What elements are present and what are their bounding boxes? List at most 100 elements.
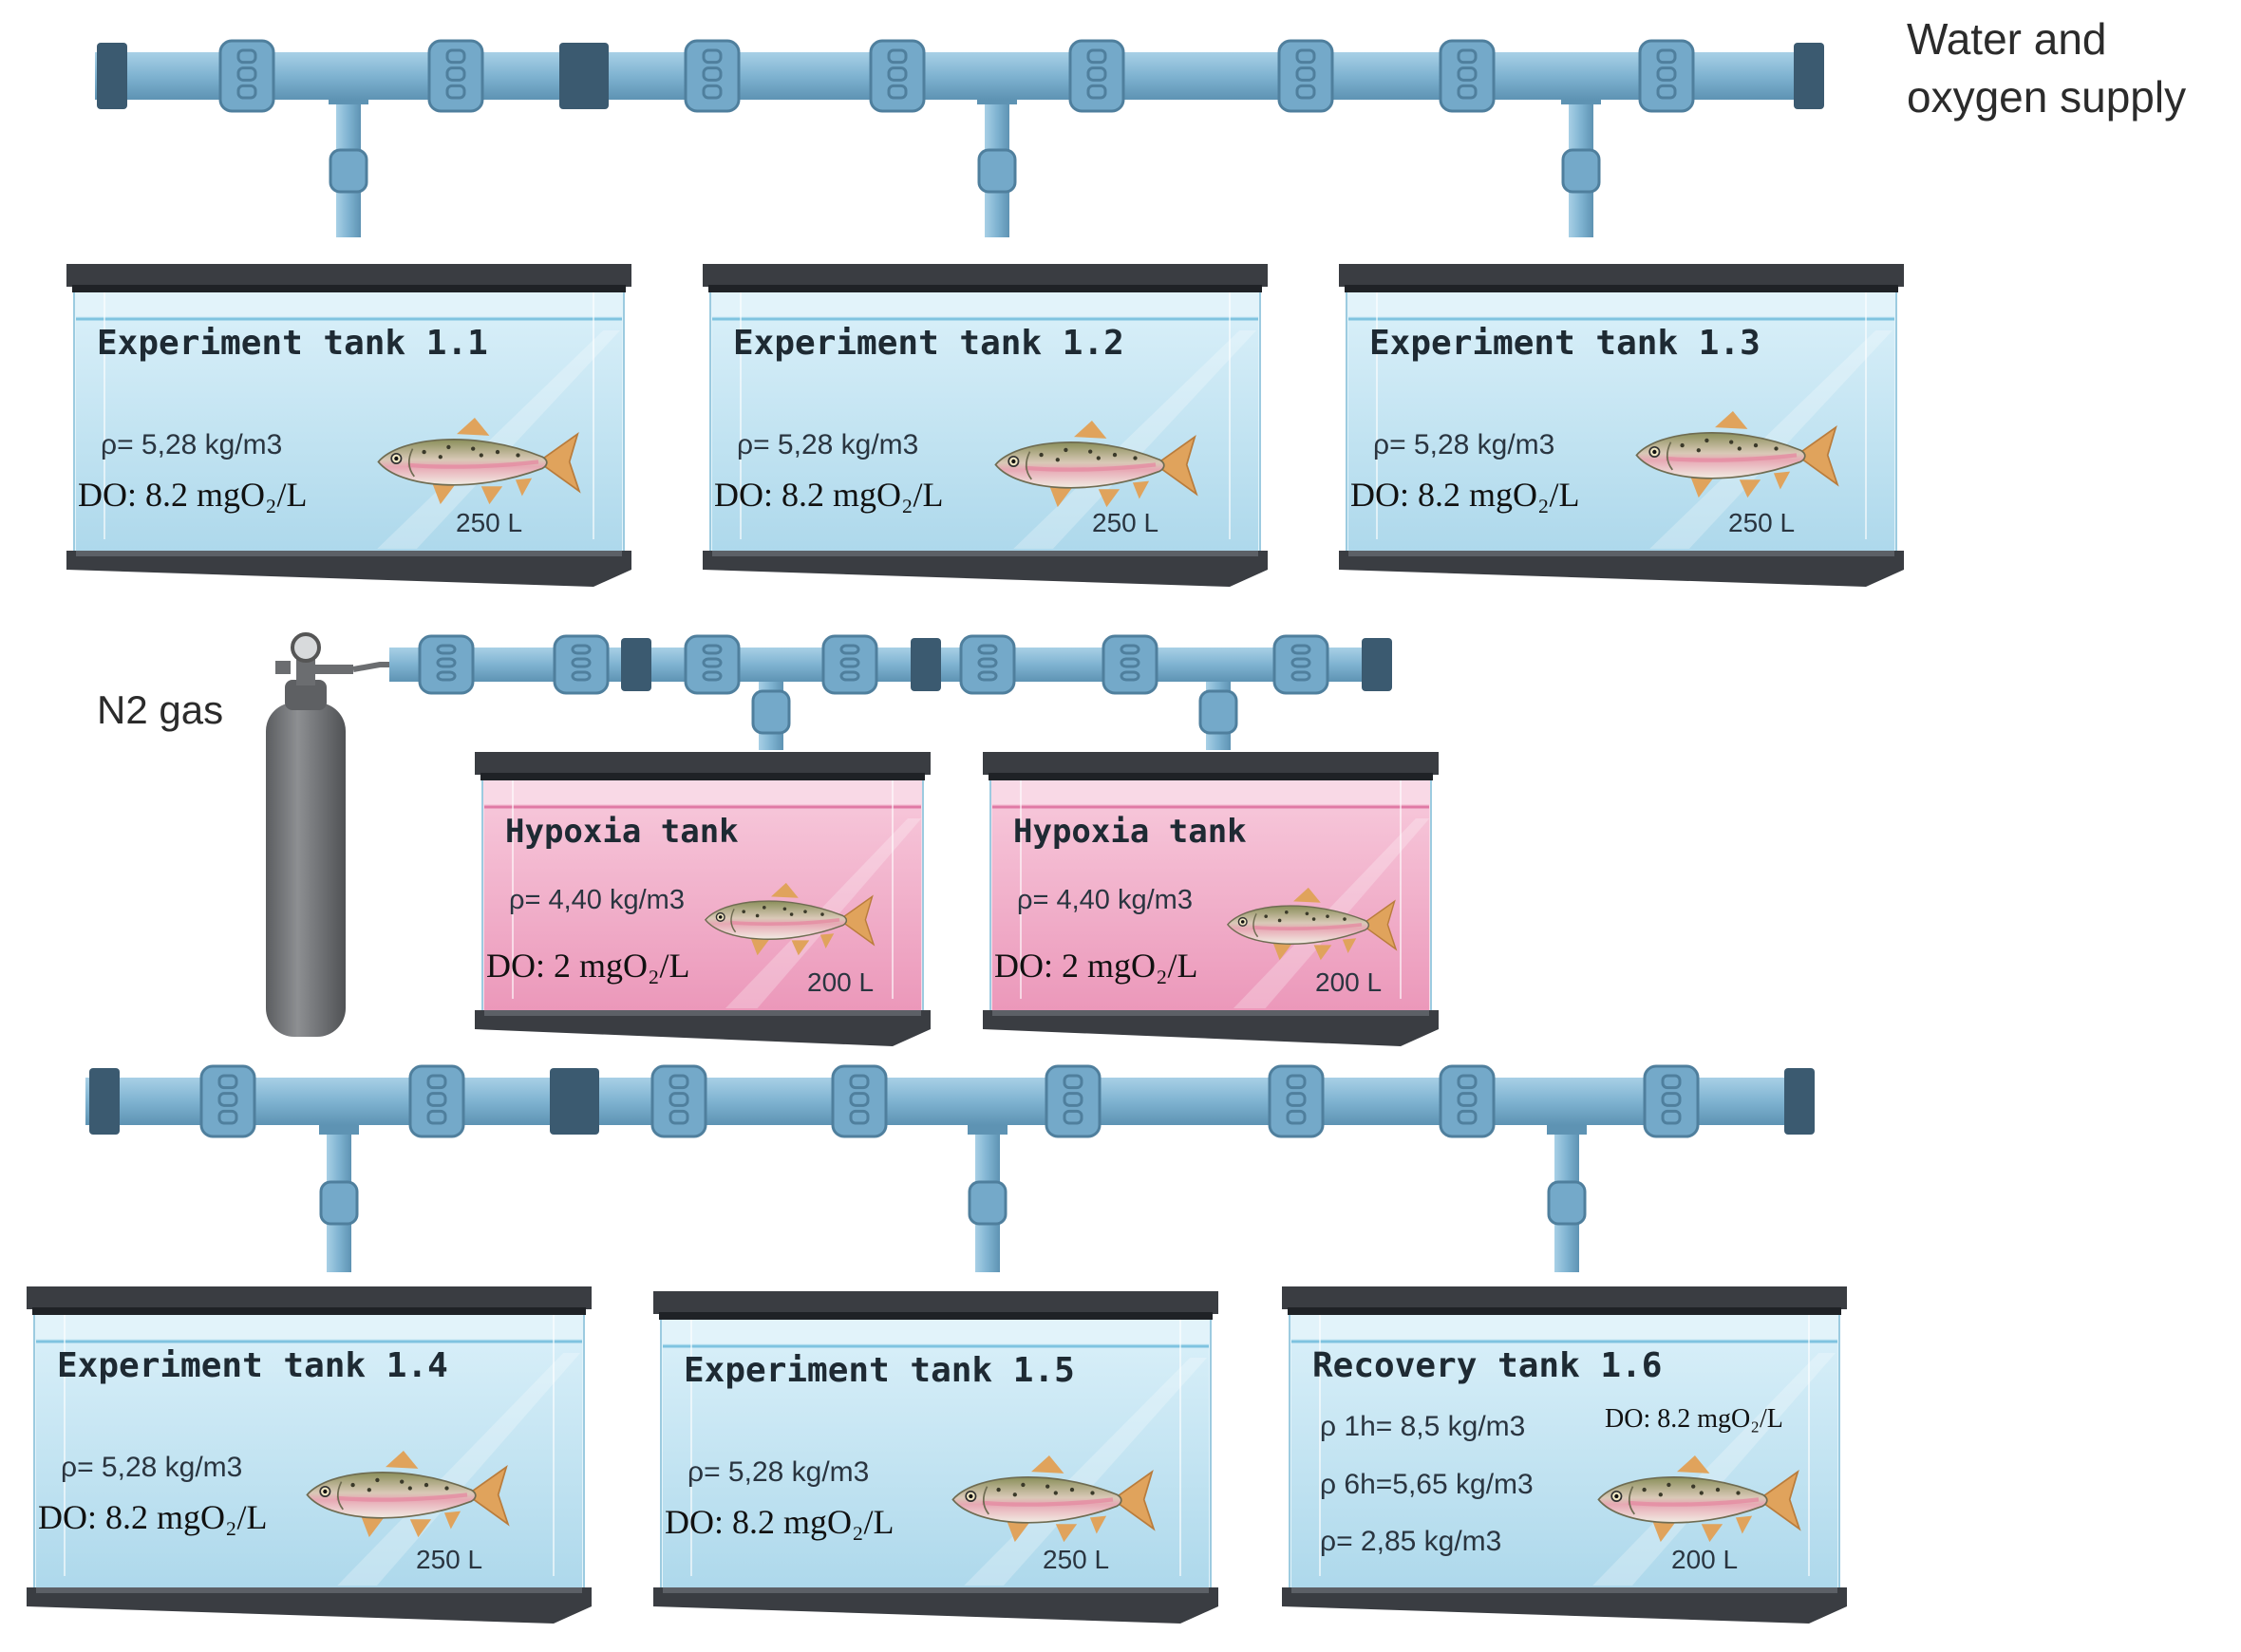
pipe-coupler-icon (1439, 1064, 1496, 1138)
tank-title: Experiment tank 1.2 (733, 324, 1124, 363)
tank-title: Experiment tank 1.3 (1369, 324, 1761, 363)
density-label: ρ= 4,40 kg/m3 (1017, 885, 1193, 915)
tank-water (663, 1343, 1209, 1588)
density-label: ρ= 4,40 kg/m3 (509, 885, 685, 915)
volume-label: 200 L (1671, 1545, 1738, 1574)
pipe-segment (389, 648, 1386, 682)
tank-water (484, 804, 921, 1011)
tank-title: Experiment tank 1.1 (97, 324, 488, 363)
pipe-coupler-icon (650, 1064, 707, 1138)
pipe-cap-icon (1362, 638, 1392, 691)
volume-label: 200 L (807, 967, 874, 997)
density-label: ρ= 5,28 kg/m3 (1373, 429, 1554, 460)
glass-reflection (1649, 330, 1893, 549)
tank-base (475, 1010, 931, 1046)
pipe-cap-icon (1794, 43, 1824, 109)
tank-lid (983, 752, 1439, 775)
density-label: ρ= 5,28 kg/m3 (687, 1456, 869, 1488)
tank-lid (1282, 1286, 1847, 1309)
volume-label: 250 L (1043, 1545, 1109, 1574)
pipe-segment (95, 52, 1823, 100)
trout-fish-icon (994, 420, 1198, 508)
volume-label: 250 L (416, 1545, 482, 1574)
do-label: DO: 8.2 mgO₂/L (38, 1498, 268, 1536)
trout-fish-icon (377, 417, 581, 505)
do-label: DO: 8.2 mgO₂/L (78, 476, 308, 514)
pipe-coupler-icon (821, 634, 878, 695)
tank-lid (1339, 264, 1904, 287)
valve-icon (329, 148, 368, 194)
pipe-cap-icon (621, 638, 651, 691)
trout-fish-icon (1597, 1455, 1801, 1543)
do-label: DO: 8.2 mgO₂/L (1605, 1404, 1783, 1434)
pipe-coupler-icon (959, 634, 1016, 695)
tank-base (66, 551, 631, 587)
density-label: ρ 1h= 8,5 kg/m3 (1320, 1411, 1525, 1442)
pipe-coupler-icon (408, 1064, 465, 1138)
tank-lid (703, 264, 1268, 287)
tank-lid (653, 1291, 1218, 1314)
tank-lid (475, 752, 931, 775)
trout-fish-icon (704, 882, 876, 956)
pipe-coupler-icon (1045, 1064, 1102, 1138)
valve-icon (1198, 689, 1238, 735)
pipe-cap-icon (569, 1068, 599, 1135)
do-label: DO: 2 mgO₂/L (486, 947, 690, 985)
density-label: ρ= 5,28 kg/m3 (101, 429, 282, 460)
pipe-coupler-icon (831, 1064, 888, 1138)
pipe-cap-icon (911, 638, 941, 691)
valve-icon (968, 1180, 1008, 1226)
pipe-coupler-icon (1638, 39, 1695, 113)
trout-fish-icon (1226, 887, 1398, 961)
tank-base (27, 1587, 592, 1624)
do-label: DO: 2 mgO₂/L (994, 947, 1198, 985)
pipe-coupler-icon (869, 39, 926, 113)
valve-icon (977, 148, 1017, 194)
density-label: ρ 6h=5,65 kg/m3 (1320, 1469, 1534, 1500)
tank-base (703, 551, 1268, 587)
pipe-segment (85, 1078, 1814, 1125)
glass-reflection (1592, 1353, 1836, 1586)
pipe-coupler-icon (1439, 39, 1496, 113)
tank-base (983, 1010, 1439, 1046)
tank-title: Hypoxia tank (505, 813, 739, 851)
tank-title: Experiment tank 1.4 (57, 1346, 448, 1385)
tank-title: Hypoxia tank (1013, 813, 1247, 851)
pipe-cap-icon (89, 1068, 120, 1135)
density-label: ρ= 5,28 kg/m3 (737, 429, 918, 460)
glass-reflection (1013, 330, 1257, 549)
pipe-coupler-icon (427, 39, 484, 113)
pipe-coupler-icon (1277, 39, 1334, 113)
tank-water (36, 1339, 582, 1588)
tank-base (1282, 1587, 1847, 1624)
tank-title: Experiment tank 1.5 (684, 1351, 1075, 1390)
density-label: ρ= 5,28 kg/m3 (61, 1452, 242, 1483)
tank-title: Recovery tank 1.6 (1312, 1346, 1662, 1385)
pipe-coupler-icon (218, 39, 275, 113)
pipe-cap-icon (1784, 1068, 1815, 1135)
pipe-network (85, 39, 1824, 1272)
recovery-tank: Recovery tank 1.6 ρ 1h= 8,5 kg/m3 ρ 6h=5,6… (1282, 1286, 1847, 1624)
pipe-coupler-icon (418, 634, 475, 695)
do-label: DO: 8.2 mgO₂/L (714, 476, 944, 514)
glass-reflection (337, 1353, 581, 1586)
volume-label: 250 L (1092, 508, 1158, 537)
pipe-coupler-icon (1102, 634, 1158, 695)
supply-label-line1: Water and (1907, 14, 2107, 64)
tank-lid (27, 1286, 592, 1309)
volume-label: 200 L (1315, 967, 1382, 997)
valve-icon (319, 1180, 359, 1226)
tank-water (992, 804, 1429, 1011)
volume-label: 250 L (1728, 508, 1795, 537)
tank-water (712, 316, 1258, 552)
tank-water (76, 316, 622, 552)
pipe-cap-icon (97, 43, 127, 109)
tank-water (1348, 316, 1894, 552)
